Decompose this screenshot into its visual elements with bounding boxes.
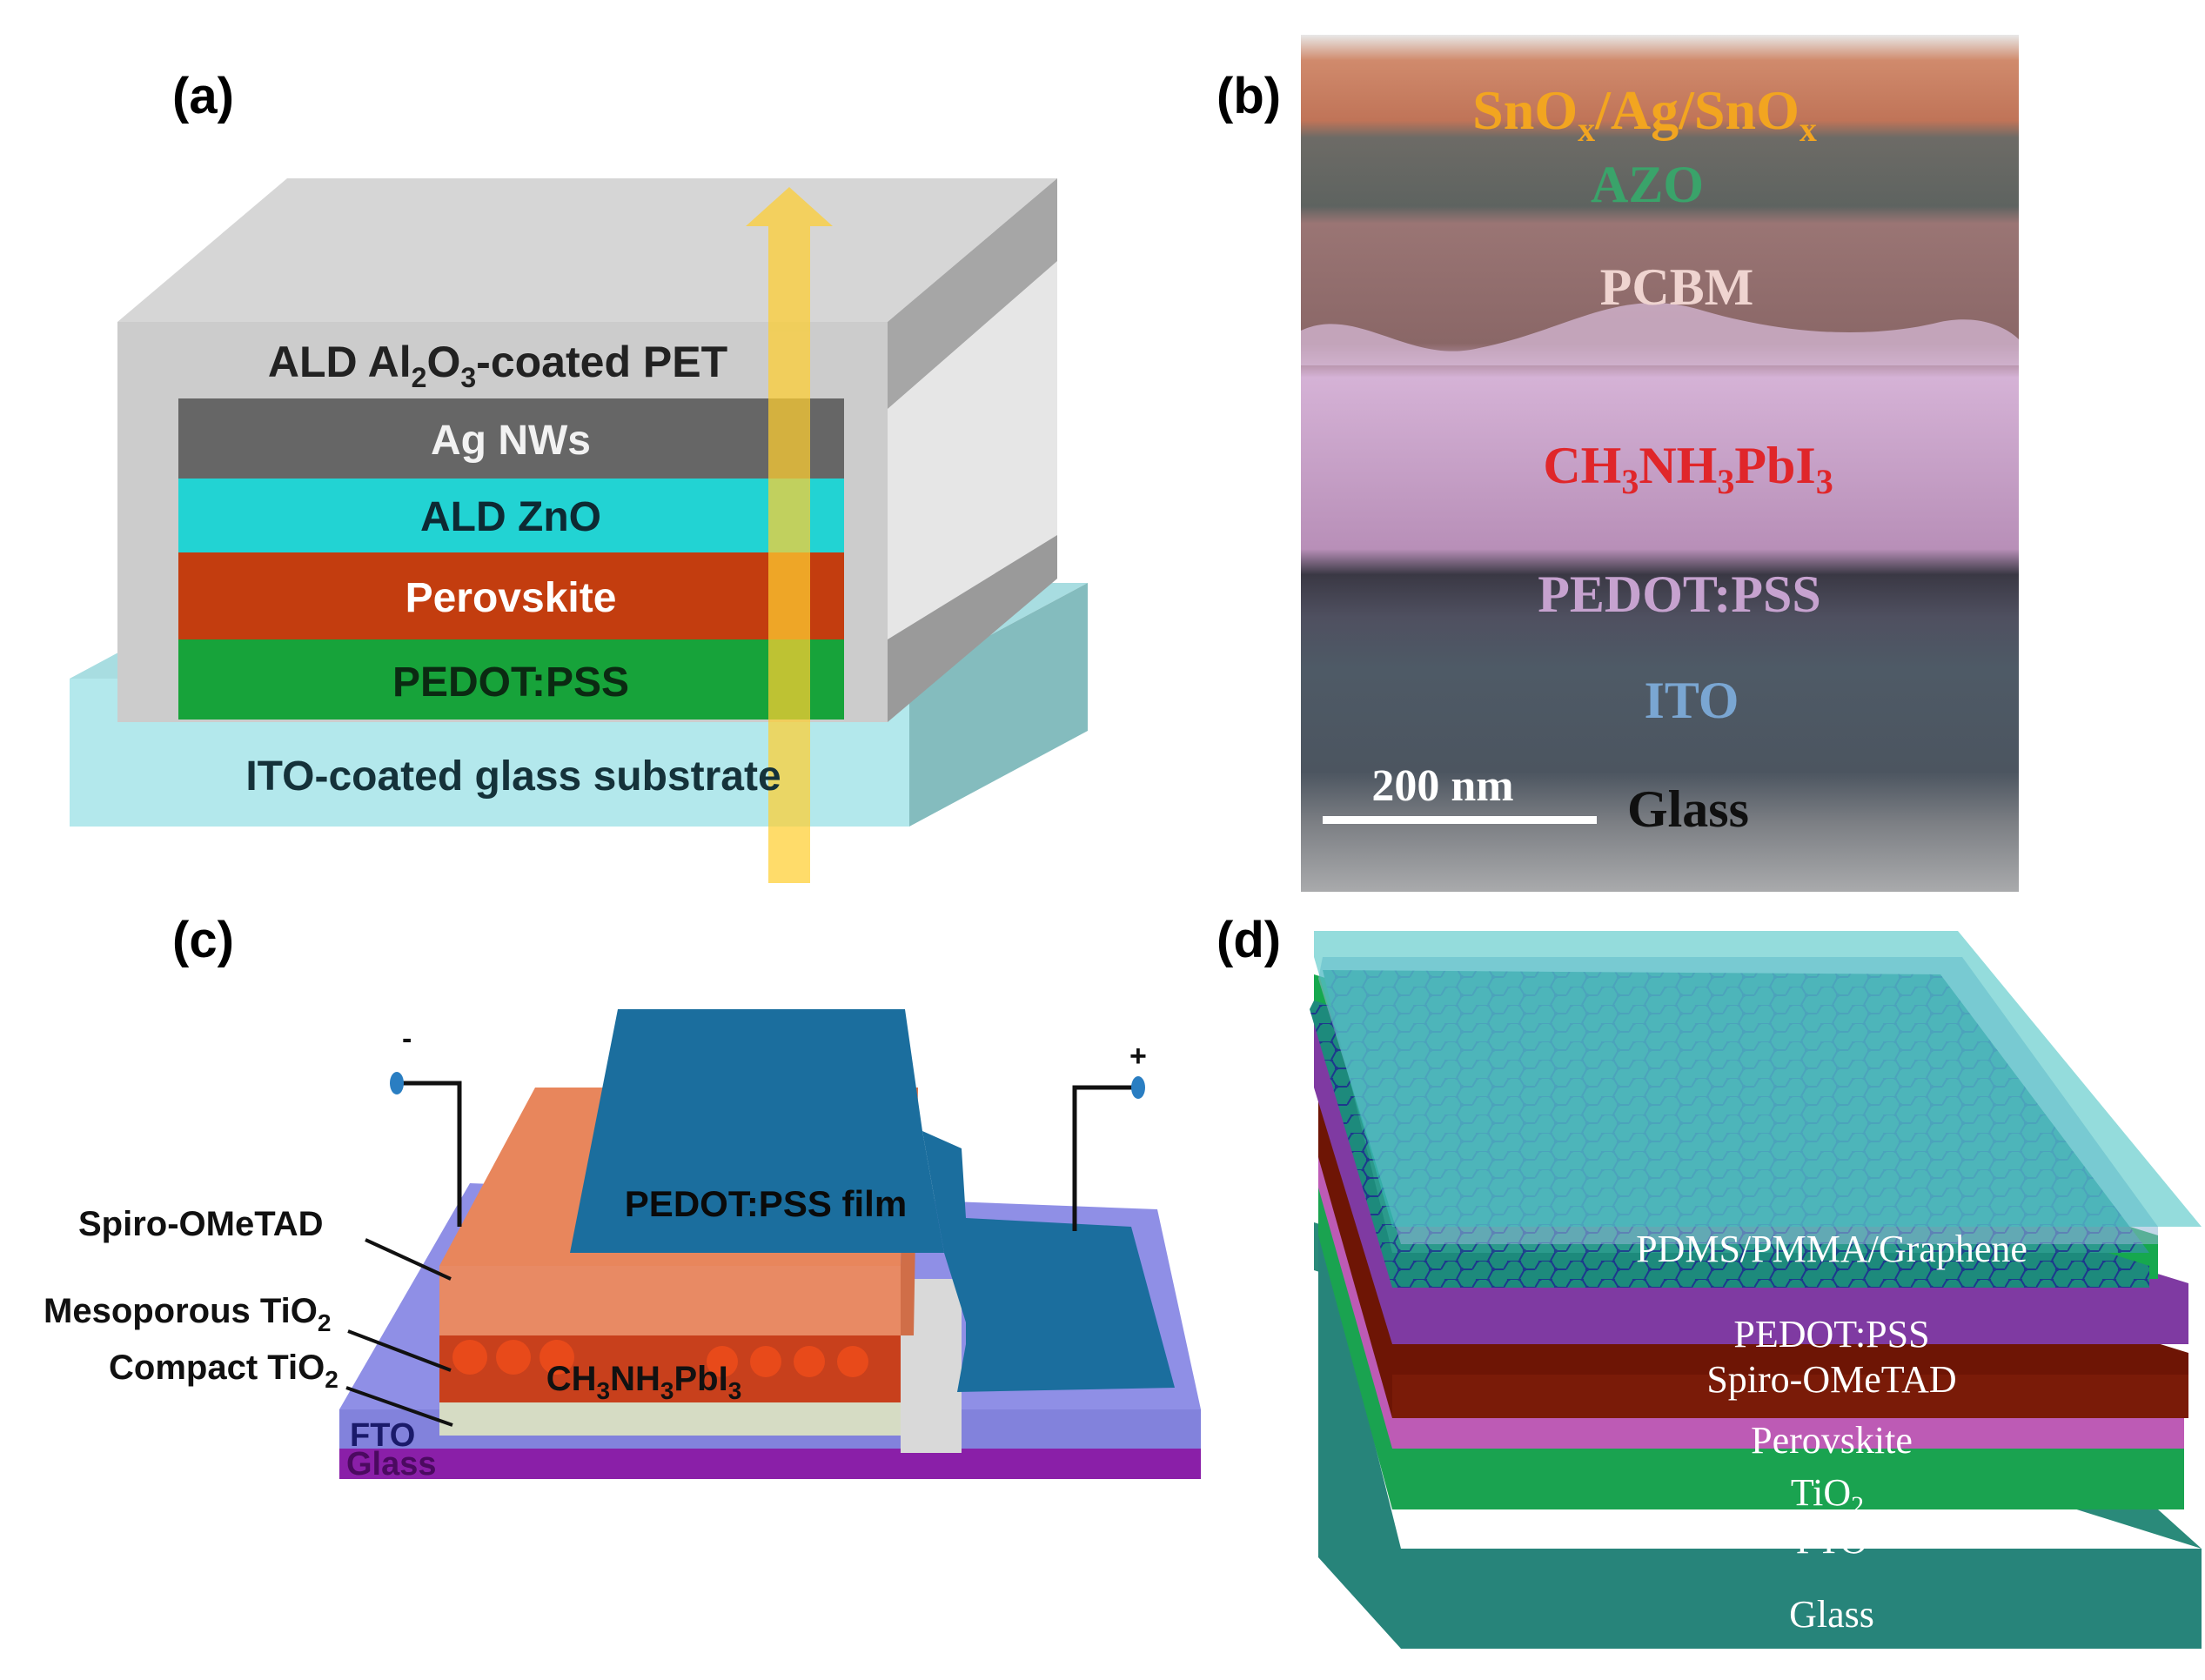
tio2-d-label: TiO2	[1791, 1471, 1864, 1520]
sem-image	[1301, 35, 2019, 892]
panel-a-label: (a)	[172, 68, 234, 124]
pedot-film-label: PEDOT:PSS film	[625, 1183, 907, 1224]
negative-wire	[396, 1081, 462, 1227]
positive-wire	[1072, 1085, 1136, 1231]
agnw-layer	[178, 398, 844, 479]
scale-bar-label: 200 nm	[1371, 761, 1513, 811]
glass-base-front	[339, 1449, 1201, 1479]
pedot-layer	[178, 639, 844, 720]
perovskite-layer	[178, 552, 844, 639]
spiro-leader	[365, 1238, 452, 1281]
azo-label: AZO	[1591, 156, 1704, 213]
positive-sign: +	[1129, 1040, 1147, 1073]
panel-b: (b) SnOx/Ag/SnOx AZO PCBM CH3NH3PbI3 PED…	[1216, 35, 2019, 892]
light-arrow	[746, 187, 833, 883]
glass-d-front	[1318, 1218, 2202, 1649]
pedot-d-label: PEDOT:PSS	[1733, 1313, 1929, 1355]
glass-d-label: Glass	[1789, 1593, 1874, 1636]
pet-top-face	[117, 178, 1057, 322]
pedot-label: PEDOT:PSS	[392, 659, 629, 706]
panel-d-label: (d)	[1216, 912, 1281, 968]
pcbm-label: PCBM	[1600, 258, 1754, 316]
panel-d: (d) PDMS/PMMA/Graphene PEDOT:PSS Spiro-O…	[1216, 912, 2202, 1649]
pcbm-wavy-boundary	[1301, 303, 2019, 365]
panel-b-label: (b)	[1216, 68, 1281, 124]
ito-substrate-side-face	[909, 583, 1088, 827]
scale-bar	[1323, 816, 1597, 824]
zno-label: ALD ZnO	[420, 494, 601, 540]
glass-c-label: Glass	[346, 1446, 437, 1483]
zno-layer	[178, 479, 844, 552]
spiro-front-face	[439, 1266, 901, 1335]
glass-sem-label: Glass	[1627, 780, 1749, 838]
compact-leader	[345, 1386, 453, 1427]
compact-tio2-layer	[439, 1401, 901, 1436]
ito-label: ITO-coated glass substrate	[245, 753, 781, 800]
perovskite-label: Perovskite	[405, 575, 617, 621]
mapi-c-label: CH3NH3PbI3	[546, 1360, 742, 1404]
panel-a: (a) ALD Al2O3-coated PET Ag NWs ALD ZnO …	[70, 68, 1088, 883]
fto-d-label: FTO	[1796, 1519, 1867, 1562]
meso-leader	[347, 1329, 452, 1372]
negative-sign: -	[402, 1022, 412, 1055]
pdms-plate	[1314, 931, 2202, 1227]
mapi-label: CH3NH3PbI3	[1543, 437, 1833, 501]
spiro-d-label: Spiro-OMeTAD	[1706, 1358, 1956, 1401]
panel-c: (c) - + PEDOT:PSS film S	[44, 912, 1201, 1483]
negative-terminal	[390, 1072, 404, 1094]
pedot-sem-label: PEDOT:PSS	[1538, 566, 1821, 623]
pet-label: ALD Al2O3-coated PET	[268, 338, 727, 393]
perovskite-d-front	[1392, 1375, 2188, 1418]
agnw-label: Ag NWs	[431, 418, 591, 464]
perovskite-d-label: Perovskite	[1751, 1419, 1913, 1462]
pet-side-dark-top	[888, 178, 1057, 409]
pedot-film	[570, 1009, 944, 1253]
mesoporous-particles	[452, 1340, 868, 1377]
ito-sem-label: ITO	[1645, 672, 1739, 729]
panel-c-label: (c)	[172, 912, 234, 968]
compact-label: Compact TiO2	[109, 1349, 338, 1393]
pet-side-dark-bottom	[888, 535, 1057, 722]
fto-label: FTO	[350, 1417, 415, 1454]
sno-label: SnOx/Ag/SnOx	[1472, 79, 1817, 149]
graphene-label: PDMS/PMMA/Graphene	[1636, 1228, 2027, 1270]
spiro-label: Spiro-OMeTAD	[78, 1205, 323, 1243]
pedot-film-strip	[922, 1131, 1175, 1392]
positive-terminal	[1131, 1076, 1145, 1099]
meso-label: Mesoporous TiO2	[44, 1292, 331, 1336]
